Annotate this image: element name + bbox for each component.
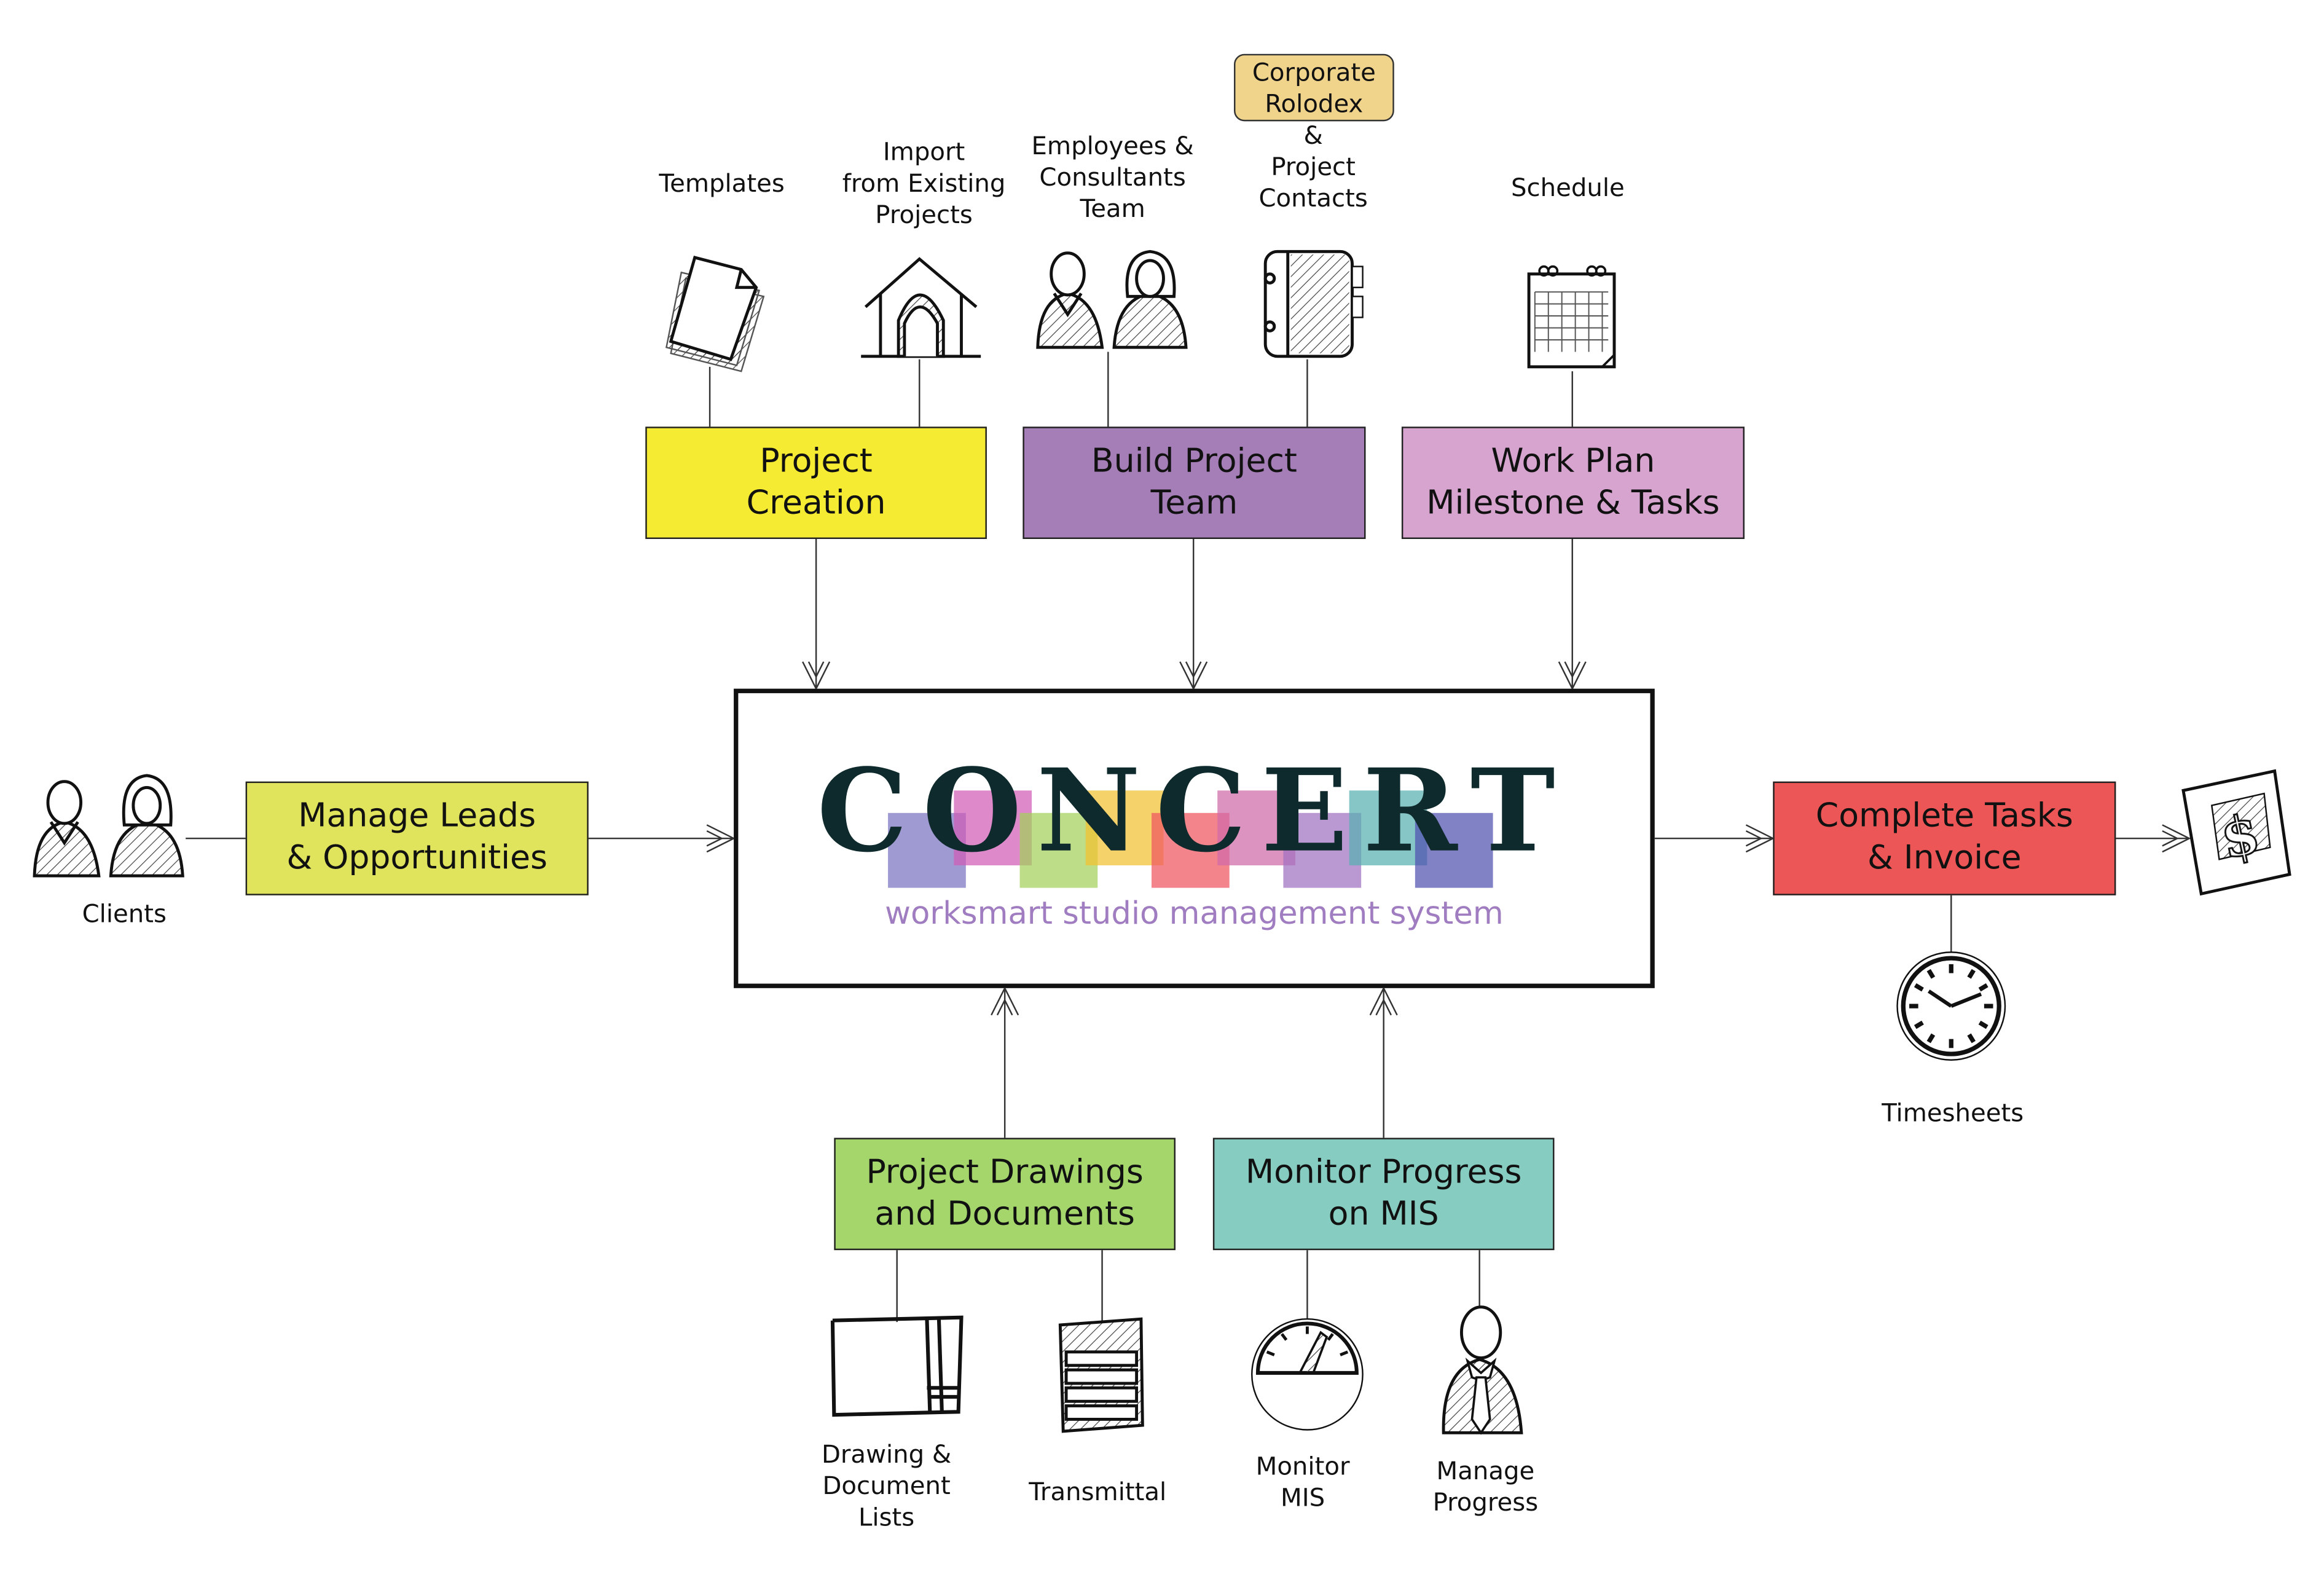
manage-progress-label: Manage Progress [1432, 1457, 1539, 1517]
logo-tile [1217, 790, 1295, 866]
project-contacts-label: & Project Contacts [1258, 121, 1368, 213]
schedule-label: Schedule [1511, 173, 1625, 202]
import-label: Import from Existing Projects [842, 138, 1006, 229]
project-drawings-box[interactable]: Project Drawings and Documents [834, 1138, 1176, 1251]
templates-icon [665, 256, 765, 372]
project-creation-box[interactable]: Project Creation [645, 427, 987, 539]
rolodex-badge [1234, 53, 1394, 122]
house-icon [861, 257, 981, 358]
drawing-icon [830, 1315, 964, 1417]
transmittal-label: Transmittal [1029, 1477, 1167, 1506]
clock-icon [1896, 951, 2006, 1061]
logo-tile [1019, 812, 1098, 888]
clients-icon [33, 774, 184, 878]
logo-tile [1085, 790, 1164, 866]
build-project-team-box[interactable]: Build Project Team [1023, 427, 1366, 539]
transmittal-icon [1058, 1317, 1144, 1433]
rolodex-label: Corporate Rolodex [1252, 58, 1376, 119]
team-icon [1036, 250, 1188, 349]
monitor-progress-box[interactable]: Monitor Progress on MIS [1212, 1138, 1555, 1251]
work-plan-box[interactable]: Work Plan Milestone & Tasks [1401, 427, 1745, 539]
logo-tile [1415, 812, 1493, 888]
clients-label: Clients [82, 900, 167, 929]
logo-tile [954, 790, 1032, 866]
logo-tile [888, 812, 966, 888]
templates-label: Templates [659, 169, 785, 198]
drawing-lists-label: Drawing & Document Lists [821, 1440, 952, 1532]
tagline: worksmart studio management system [885, 895, 1504, 932]
manage-leads-box[interactable]: Manage Leads & Opportunities [245, 781, 589, 895]
logo-wordmark: CONCERT [817, 744, 1570, 878]
monitor-mis-label: Monitor MIS [1255, 1452, 1350, 1512]
timesheets-label: Timesheets [1882, 1099, 2024, 1128]
gauge-icon [1251, 1318, 1364, 1431]
manager-icon [1442, 1305, 1523, 1435]
logo-tile [1283, 812, 1362, 888]
logo-tile [1151, 812, 1230, 888]
rolodex-icon [1263, 250, 1364, 358]
employees-label: Employees & Consultants Team [1031, 132, 1194, 223]
invoice-dollar-icon: $ [2181, 769, 2291, 896]
logo-tile [1349, 790, 1427, 866]
complete-tasks-box[interactable]: Complete Tasks & Invoice [1773, 781, 2116, 895]
calendar-icon [1527, 265, 1616, 369]
